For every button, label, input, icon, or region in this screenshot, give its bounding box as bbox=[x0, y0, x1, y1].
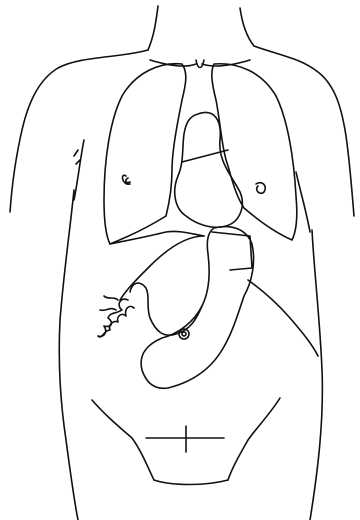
abdomen-upper-curve bbox=[150, 236, 204, 266]
right-nipple bbox=[123, 175, 130, 184]
torso-left-flank bbox=[59, 190, 78, 520]
left-nipple bbox=[256, 183, 265, 194]
pelvis-floor bbox=[154, 480, 228, 485]
torso-right-flank bbox=[310, 230, 322, 520]
small-bowel-loops bbox=[98, 299, 134, 337]
cardia-box bbox=[212, 232, 252, 270]
heart bbox=[175, 112, 243, 227]
small-bowel-loops-2 bbox=[100, 296, 118, 310]
left-axilla-mark bbox=[74, 150, 80, 164]
left-shoulder-arm-outline bbox=[10, 50, 148, 212]
pelvis-right bbox=[228, 398, 280, 480]
stomach bbox=[141, 227, 253, 389]
left-lung bbox=[212, 64, 297, 240]
pelvis-left bbox=[92, 400, 154, 480]
suprasternal-notch bbox=[196, 60, 204, 68]
neck-right-outline bbox=[240, 8, 254, 46]
pylorus-inner bbox=[182, 332, 186, 336]
colon-curve bbox=[248, 280, 318, 356]
left-inner-arm bbox=[74, 140, 84, 200]
neck-left-outline bbox=[148, 6, 158, 50]
right-lung bbox=[104, 64, 186, 244]
right-shoulder-arm-outline bbox=[254, 46, 354, 216]
duodenum bbox=[130, 283, 202, 335]
right-inner-arm bbox=[296, 172, 310, 232]
